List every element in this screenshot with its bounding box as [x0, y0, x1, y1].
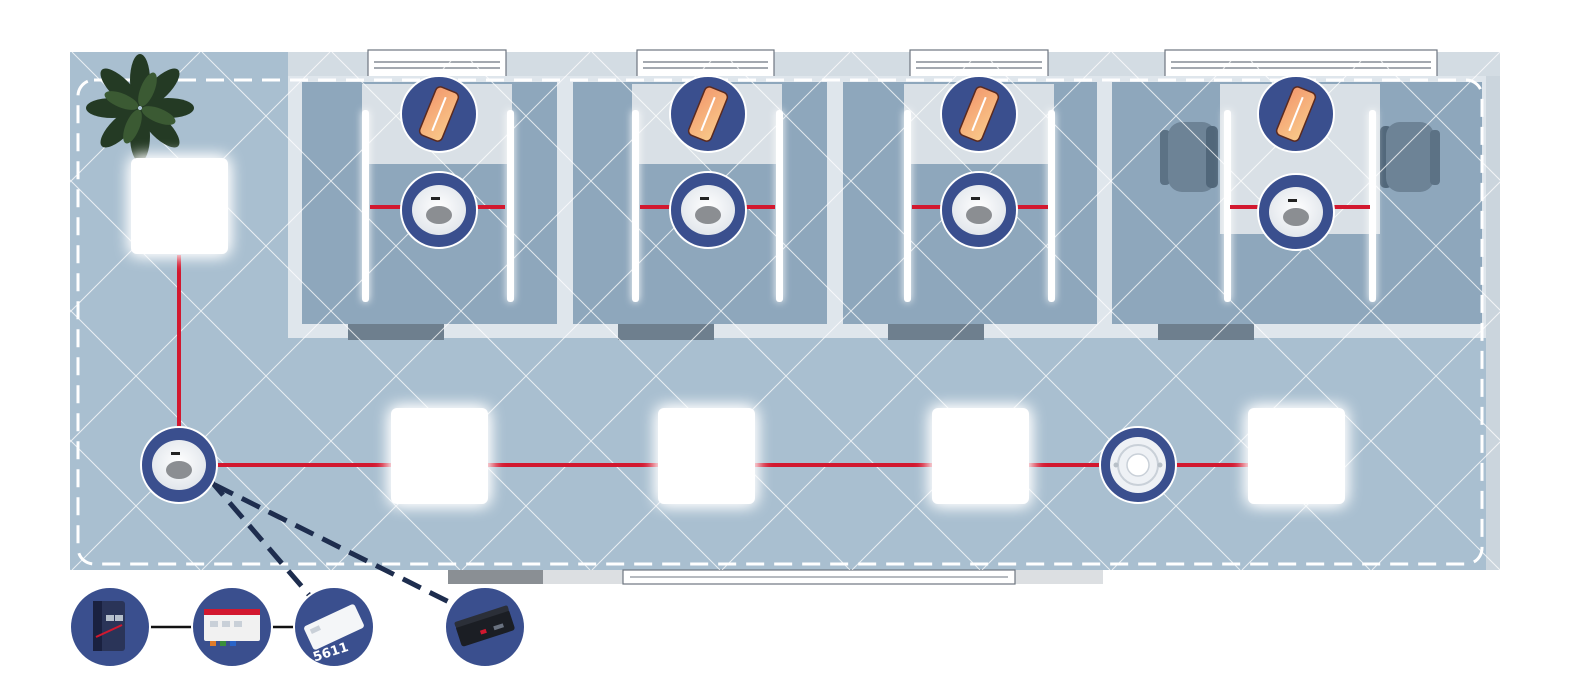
- square-light-panel-icon: [131, 158, 228, 254]
- grid-line: [721, 52, 1241, 570]
- interface-module-icon: 5611: [293, 586, 375, 668]
- square-light-panel-icon: [932, 408, 1029, 504]
- grid-line: [1111, 181, 1500, 570]
- ceiling-sensor-icon: [1257, 173, 1335, 251]
- grid-line: [70, 439, 201, 570]
- grid-line: [70, 52, 461, 443]
- bottom-door-window: [448, 569, 1103, 585]
- ceiling-sensor-icon: [940, 171, 1018, 249]
- ceiling-sensor-icon: [140, 426, 218, 504]
- square-light-panel-icon: [391, 408, 488, 504]
- grid-line: [201, 52, 721, 570]
- chair-icon: [1160, 122, 1440, 192]
- grid-line: [981, 52, 1500, 570]
- network-router-icon: [444, 586, 526, 668]
- zone-boundary: [76, 78, 1484, 566]
- grid-line: [461, 52, 981, 570]
- top-windows: [367, 49, 1438, 81]
- smartphone-app-badges: [400, 75, 1335, 153]
- grid-line: [1371, 52, 1500, 181]
- ceiling-sensor-badges: [140, 171, 1335, 504]
- ceiling-sensor-icon: [669, 171, 747, 249]
- smartphone-app-icon: [1257, 75, 1335, 153]
- grid-line: [70, 52, 331, 313]
- smartphone-app-icon: [400, 75, 478, 153]
- window-1: [367, 49, 507, 81]
- grid-line: [1371, 441, 1500, 570]
- potted-plant-icon: [86, 54, 194, 162]
- smartphone-app-icon: [669, 75, 747, 153]
- grid-line: [1502, 52, 1569, 570]
- din-rail-module-icon: [191, 586, 273, 668]
- grid-line: [70, 569, 71, 570]
- grid-line: [70, 52, 71, 53]
- square-light-panel-icon: [1248, 408, 1345, 504]
- window-4: [1164, 49, 1438, 81]
- ceiling-sensor-icon: [400, 171, 478, 249]
- smartphone-app-icon: [940, 75, 1018, 153]
- grid-line: [1502, 52, 1569, 570]
- building-controller-icon: [69, 586, 151, 668]
- system-devices: 5611: [69, 586, 526, 668]
- square-light-panel-icon: [658, 408, 755, 504]
- ceiling-motion-sensor-icon: [1099, 426, 1177, 504]
- linear-light-strips: [362, 110, 1376, 302]
- square-light-panels: [131, 158, 1345, 504]
- grid-line: [1241, 52, 1500, 311]
